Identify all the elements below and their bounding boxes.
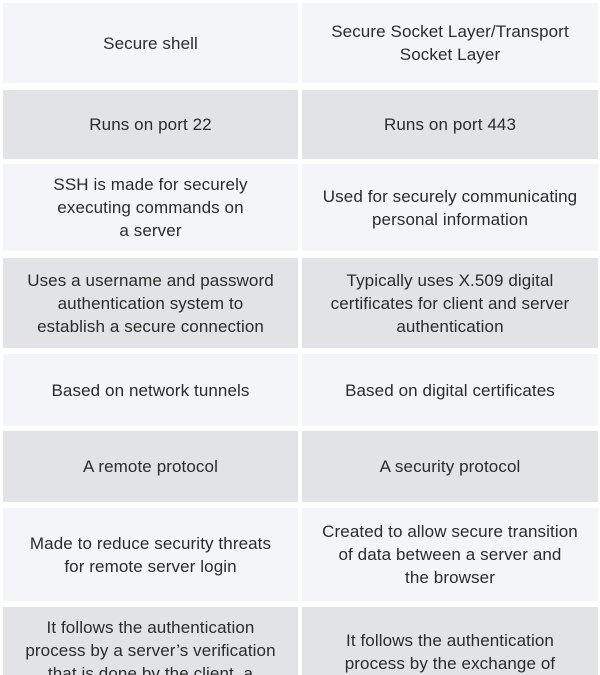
- table-cell-left: Runs on port 22: [3, 90, 298, 159]
- table-cell-left: Made to reduce security threats for remo…: [3, 508, 298, 601]
- cell-text: Secure Socket Layer/Transport Socket Lay…: [331, 22, 569, 64]
- cell-text: Based on network tunnels: [51, 380, 250, 400]
- cell-text: Runs on port 443: [383, 115, 517, 134]
- cell-text: Based on digital certificates: [345, 380, 555, 400]
- cell-text: Typically uses X.509 digital certificate…: [330, 270, 570, 336]
- table-row: Secure shell Secure Socket Layer/Transpo…: [0, 3, 600, 83]
- table-cell-right: Typically uses X.509 digital certificate…: [302, 258, 598, 348]
- table-cell-left: It follows the authentication process by…: [3, 607, 298, 675]
- cell-text: Used for securely communicating personal…: [322, 186, 578, 229]
- cell-text: Runs on port 22: [89, 115, 212, 134]
- table-cell-left: Secure shell: [3, 3, 298, 83]
- cell-text: Made to reduce security threats for remo…: [29, 533, 272, 576]
- table-cell-right: Used for securely communicating personal…: [302, 164, 598, 251]
- table-cell-left: Uses a username and password authenticat…: [3, 258, 298, 348]
- cell-text: It follows the authentication process by…: [25, 618, 276, 675]
- cell-text: Uses a username and password authenticat…: [27, 270, 274, 336]
- table-cell-right: Based on digital certificates: [302, 354, 598, 426]
- table-cell-right: Runs on port 443: [302, 90, 598, 159]
- table-cell-left: SSH is made for securely executing comma…: [3, 164, 298, 251]
- table-row: It follows the authentication process by…: [0, 607, 600, 675]
- table-row: Uses a username and password authenticat…: [0, 258, 600, 348]
- cell-text: A remote protocol: [83, 457, 218, 476]
- table-cell-right: It follows the authentication process by…: [302, 607, 598, 675]
- table-cell-left: A remote protocol: [3, 431, 298, 502]
- cell-text: Created to allow secure transition of da…: [322, 522, 578, 587]
- cell-text: SSH is made for securely executing comma…: [53, 175, 248, 240]
- table-row: A remote protocol A security protocol: [0, 431, 600, 502]
- table-cell-right: Created to allow secure transition of da…: [302, 508, 598, 601]
- table-row: Runs on port 22 Runs on port 443: [0, 90, 600, 159]
- table-row: Based on network tunnels Based on digita…: [0, 354, 600, 426]
- table-cell-left: Based on network tunnels: [3, 354, 298, 426]
- cell-text: It follows the authentication process by…: [344, 631, 556, 673]
- cell-text: Secure shell: [103, 33, 198, 53]
- table-row: Made to reduce security threats for remo…: [0, 508, 600, 601]
- table-cell-right: A security protocol: [302, 431, 598, 502]
- cell-text: A security protocol: [379, 457, 521, 476]
- table-row: SSH is made for securely executing comma…: [0, 164, 600, 251]
- table-cell-right: Secure Socket Layer/Transport Socket Lay…: [302, 3, 598, 83]
